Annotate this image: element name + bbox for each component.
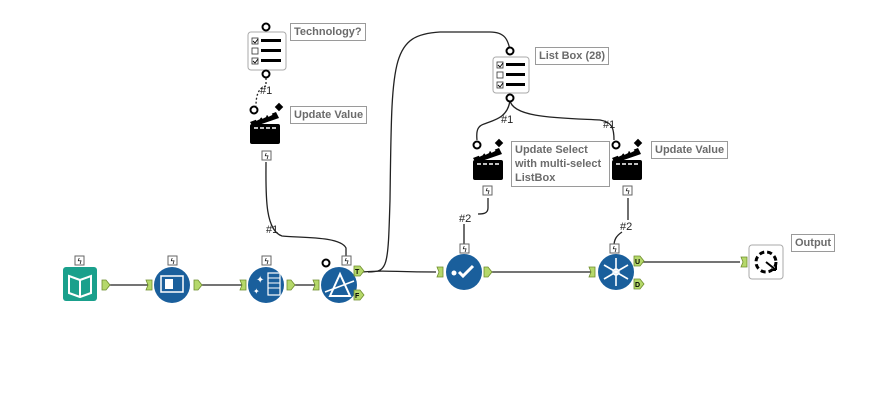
input-port[interactable]: [588, 266, 596, 278]
input-data-tool[interactable]: [63, 267, 97, 301]
macro-output-tool[interactable]: [748, 244, 784, 280]
svg-text:✦: ✦: [256, 275, 264, 286]
action-tool-update-select[interactable]: [473, 138, 504, 180]
unique-port[interactable]: [633, 255, 645, 267]
true-port[interactable]: [353, 265, 365, 277]
input-port[interactable]: [740, 256, 748, 268]
connection-label: #2: [620, 221, 633, 233]
connection-tech-to-action: [255, 78, 267, 107]
unique-port-label: U: [635, 259, 640, 266]
lightning-anchor-icon[interactable]: ϟ: [167, 255, 178, 266]
input-port[interactable]: [436, 266, 444, 278]
connection-label: #1: [266, 224, 279, 236]
svg-text:ϟ: ϟ: [264, 257, 269, 266]
svg-text:ϟ: ϟ: [462, 245, 467, 254]
filter-tool[interactable]: [321, 267, 357, 303]
question-anchor-icon[interactable]: [505, 93, 515, 103]
question-anchor-icon[interactable]: [249, 105, 259, 115]
formula-tool[interactable]: ✦ ✦: [248, 267, 284, 303]
output-port[interactable]: [193, 279, 203, 291]
lightning-anchor-icon[interactable]: ϟ: [341, 255, 352, 266]
connection-select-action-to-select: [463, 198, 489, 244]
lightning-anchor-icon[interactable]: ϟ: [261, 255, 272, 266]
action-tool-update-value-2[interactable]: [612, 138, 643, 180]
lightning-anchor-icon[interactable]: ϟ: [622, 185, 633, 196]
connection-label: #1: [603, 119, 616, 131]
annotation-output: Output: [791, 234, 836, 252]
false-port[interactable]: [353, 289, 365, 301]
duplicate-port[interactable]: [633, 278, 645, 290]
listbox-tool-28[interactable]: [492, 56, 530, 94]
connection-label: #1: [260, 85, 273, 97]
connection-listbox-to-value-action: [509, 99, 615, 141]
annotation-technology: Technology?: [290, 23, 366, 41]
select-records-tool[interactable]: [446, 254, 482, 290]
false-port-label: F: [355, 293, 360, 300]
lightning-anchor-icon[interactable]: ϟ: [482, 185, 493, 196]
question-anchor-icon[interactable]: [611, 140, 621, 150]
svg-text:✦: ✦: [253, 287, 260, 296]
output-port[interactable]: [286, 279, 296, 291]
connection-action-to-filter: [265, 161, 347, 256]
input-port[interactable]: [145, 279, 153, 291]
svg-text:ϟ: ϟ: [612, 245, 617, 254]
input-port[interactable]: [239, 279, 247, 291]
svg-text:ϟ: ϟ: [485, 187, 490, 196]
action-tool-update-value-1[interactable]: [250, 102, 284, 144]
select-tool[interactable]: [154, 267, 190, 303]
question-anchor-icon[interactable]: [505, 46, 515, 56]
svg-text:ϟ: ϟ: [170, 257, 175, 266]
svg-text:ϟ: ϟ: [344, 257, 349, 266]
lightning-anchor-icon[interactable]: ϟ: [609, 243, 620, 254]
listbox-tool-technology[interactable]: [247, 31, 287, 71]
lightning-anchor-icon[interactable]: ϟ: [74, 255, 85, 266]
unique-tool[interactable]: [598, 254, 634, 290]
svg-text:ϟ: ϟ: [77, 257, 82, 266]
annotation-update-value-1: Update Value: [290, 106, 368, 124]
connection-listbox-to-select-action: [476, 99, 511, 141]
svg-text:ϟ: ϟ: [625, 187, 630, 196]
duplicate-port-label: D: [635, 282, 640, 289]
question-anchor-icon[interactable]: [472, 140, 482, 150]
question-anchor-icon[interactable]: [321, 258, 331, 268]
annotation-update-select: Update Select with multi-select ListBox: [511, 141, 610, 187]
annotation-list-box: List Box (28): [535, 47, 610, 65]
output-port[interactable]: [101, 279, 111, 291]
input-port[interactable]: [312, 279, 320, 291]
connection-filter-to-listbox[interactable]: [367, 31, 511, 273]
output-port[interactable]: [483, 266, 493, 278]
connection-label: #2: [459, 213, 472, 225]
annotation-update-value-2: Update Value: [651, 141, 729, 159]
svg-text:ϟ: ϟ: [264, 152, 269, 161]
lightning-anchor-icon[interactable]: ϟ: [261, 150, 272, 161]
connection-label: #1: [501, 114, 514, 126]
lightning-anchor-icon[interactable]: ϟ: [459, 243, 470, 254]
true-port-label: T: [355, 269, 360, 276]
question-anchor-icon[interactable]: [261, 69, 271, 79]
question-anchor-icon[interactable]: [261, 22, 271, 32]
